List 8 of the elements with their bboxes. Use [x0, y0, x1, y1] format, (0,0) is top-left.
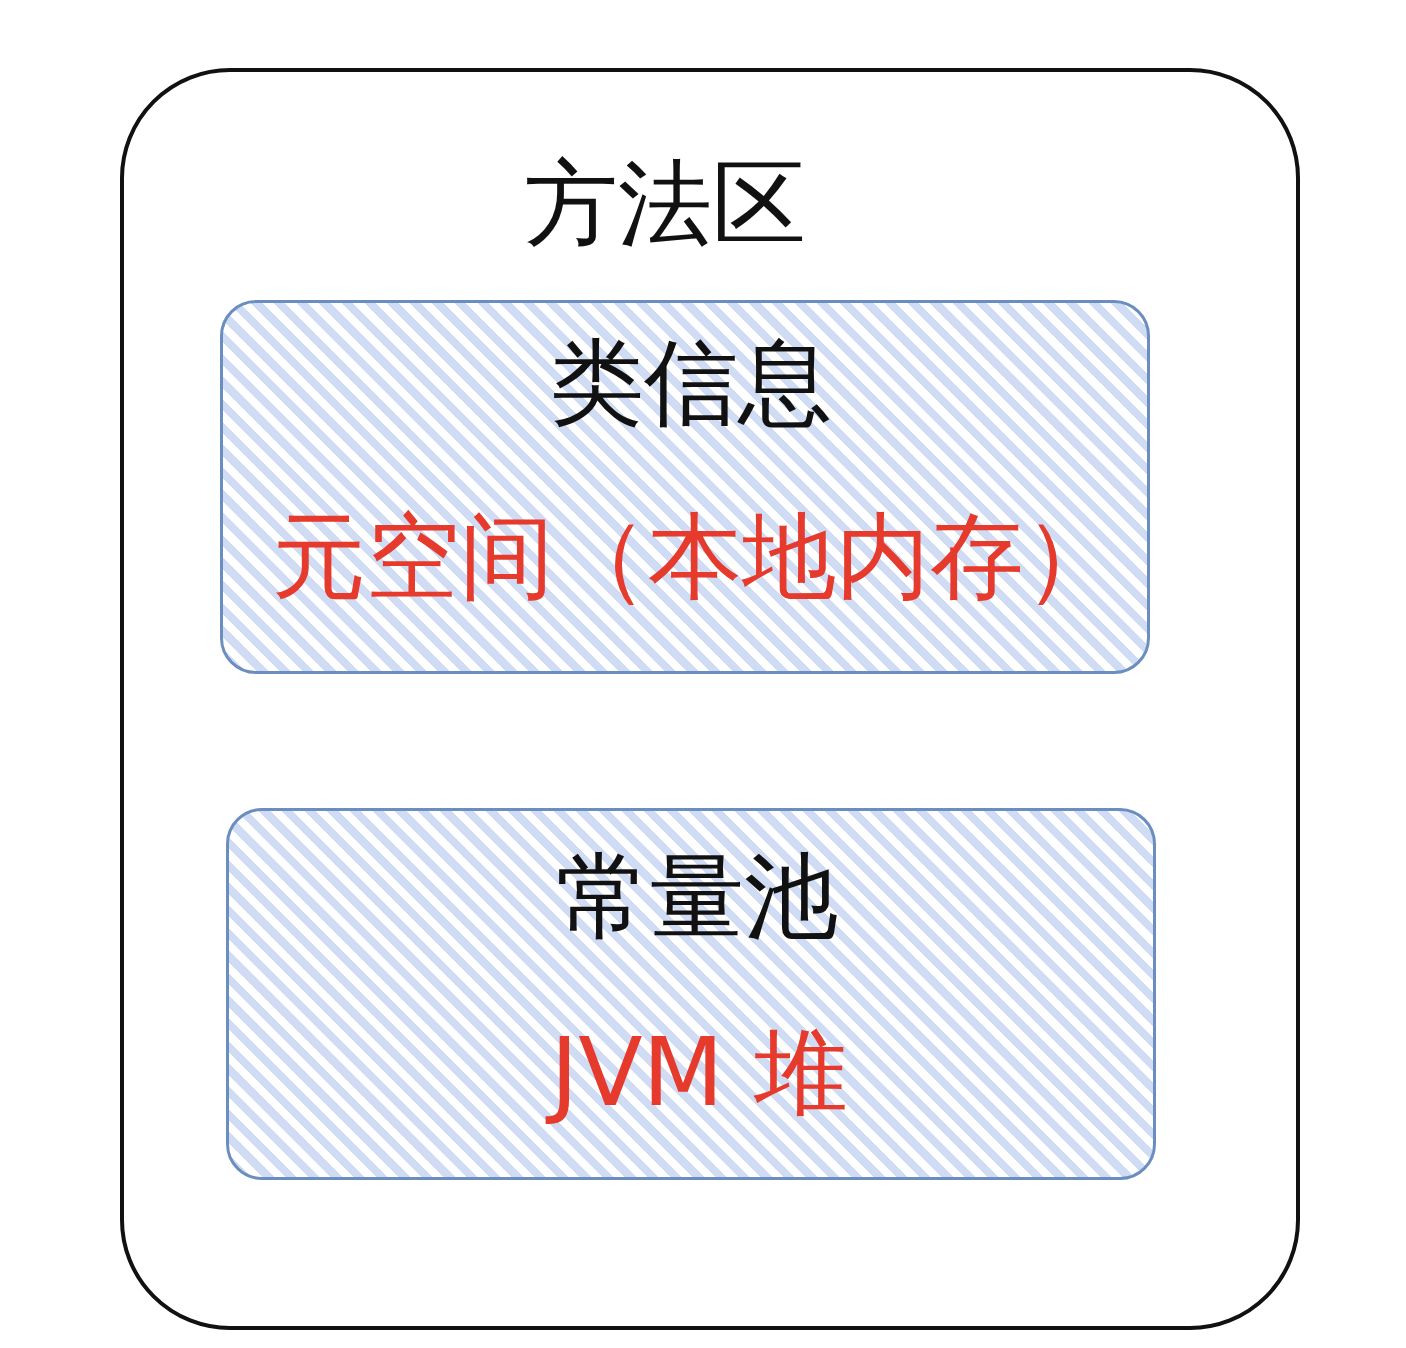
box-heading: 类信息 [549, 327, 833, 439]
box-note: 元空间（本地内存） [271, 501, 1119, 613]
region-box [120, 68, 1300, 1330]
hatched-box [226, 808, 1156, 1180]
box-heading: 常量池 [555, 841, 839, 953]
box-note: JVM 堆 [540, 1011, 858, 1136]
region-title: 方法区 [523, 148, 807, 260]
hatched-box [220, 300, 1150, 674]
